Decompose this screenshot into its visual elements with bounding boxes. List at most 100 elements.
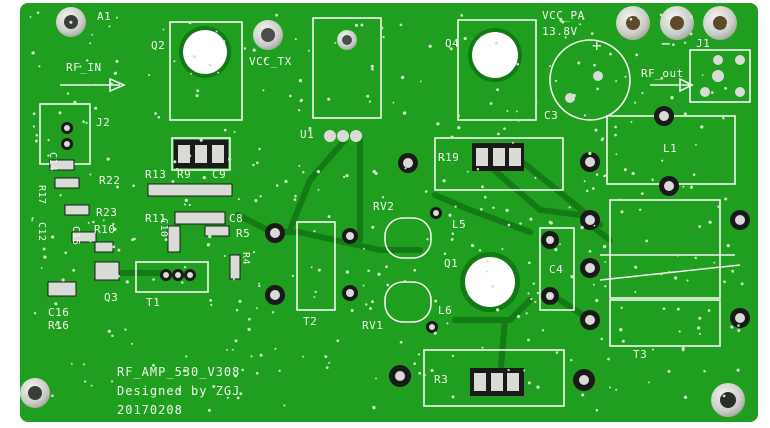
via — [530, 297, 533, 301]
via — [231, 348, 234, 351]
via — [294, 194, 297, 198]
via — [325, 366, 329, 369]
via — [223, 255, 226, 257]
via — [377, 272, 381, 276]
via — [54, 302, 58, 306]
via — [360, 23, 364, 27]
via — [684, 41, 687, 44]
via — [467, 290, 470, 293]
via — [226, 349, 229, 351]
label-r3: R3 — [434, 373, 449, 386]
via — [255, 161, 259, 165]
via — [89, 173, 92, 176]
via — [162, 28, 165, 31]
via — [345, 270, 350, 274]
via — [428, 44, 432, 48]
via — [302, 355, 305, 358]
via — [450, 237, 454, 241]
via — [516, 314, 521, 319]
via — [595, 298, 599, 303]
via — [372, 169, 376, 174]
via — [607, 357, 610, 361]
label-a1: A1 — [97, 10, 112, 23]
via — [307, 49, 310, 52]
via — [496, 88, 500, 92]
via — [367, 269, 370, 273]
via — [631, 171, 635, 176]
board-name: RF_AMP_530_V308 — [117, 365, 241, 379]
via — [433, 331, 437, 335]
via — [708, 220, 712, 224]
via — [683, 112, 687, 116]
label-r19: R19 — [438, 151, 460, 164]
via — [722, 116, 725, 120]
via — [417, 353, 421, 356]
via — [152, 363, 155, 367]
via — [689, 32, 693, 36]
via — [489, 102, 493, 105]
via — [724, 87, 727, 90]
via — [275, 184, 279, 187]
via — [317, 188, 320, 191]
via — [47, 154, 50, 157]
via — [703, 370, 706, 373]
via — [507, 368, 510, 372]
via — [250, 355, 253, 358]
via — [190, 72, 193, 75]
label-r23: R23 — [96, 206, 118, 219]
via — [223, 128, 227, 132]
via — [258, 284, 261, 288]
label-t1: T1 — [146, 296, 161, 309]
via — [672, 43, 675, 47]
via — [635, 53, 639, 57]
label-t3: T3 — [633, 348, 648, 361]
via — [368, 100, 371, 103]
via — [131, 342, 134, 345]
via — [593, 224, 596, 227]
via — [476, 168, 480, 171]
via — [577, 61, 581, 65]
via — [527, 292, 530, 295]
via — [677, 254, 679, 257]
via — [386, 283, 390, 287]
via — [327, 97, 331, 101]
via — [252, 48, 256, 52]
via — [638, 208, 642, 211]
via — [116, 274, 120, 278]
via — [621, 339, 625, 343]
via — [481, 185, 484, 189]
label-r4: R4 — [240, 252, 251, 266]
via — [561, 20, 565, 24]
via — [371, 225, 375, 229]
label-c16: C16 — [48, 306, 70, 319]
via — [107, 329, 111, 333]
via — [233, 131, 236, 134]
smd-pads — [47, 140, 524, 396]
board-outline — [20, 3, 758, 422]
via — [689, 15, 693, 19]
via — [255, 371, 259, 375]
via — [460, 14, 464, 17]
via — [419, 80, 422, 83]
via — [382, 35, 385, 39]
via — [413, 268, 417, 272]
via — [583, 114, 587, 117]
via — [271, 311, 275, 314]
via — [588, 157, 591, 160]
via — [40, 266, 43, 269]
via — [61, 278, 65, 282]
via — [247, 327, 251, 332]
via — [486, 270, 489, 273]
via — [185, 355, 188, 358]
via — [652, 348, 654, 351]
via — [516, 62, 520, 66]
via — [164, 238, 168, 242]
via — [604, 285, 607, 288]
via — [199, 138, 203, 142]
via — [59, 194, 62, 197]
via — [310, 266, 313, 269]
via — [203, 148, 207, 152]
via — [640, 192, 644, 196]
via — [582, 17, 585, 20]
via — [601, 137, 605, 141]
